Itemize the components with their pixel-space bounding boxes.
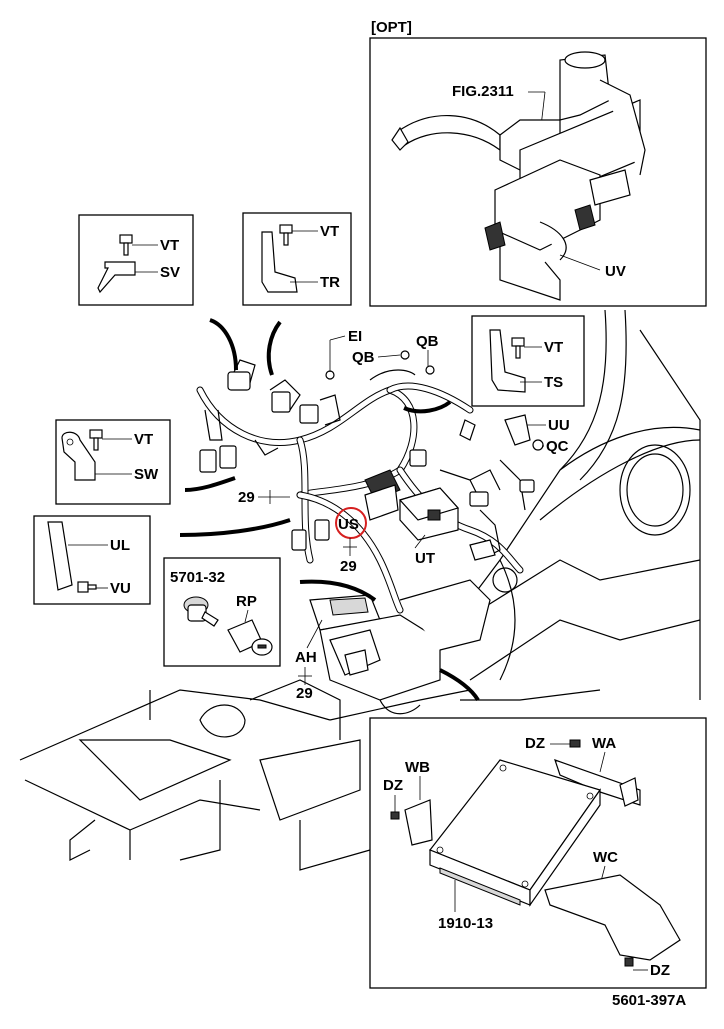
box-vt-sv-vt: VT: [160, 237, 179, 254]
ecu-dz-left: DZ: [383, 777, 403, 794]
bolt-icon: [279, 224, 293, 246]
label-29-us: 29: [340, 558, 357, 575]
ecu-dz-top: DZ: [525, 735, 545, 752]
label-qb-left: QB: [352, 349, 375, 366]
box-vt-tr-tr: TR: [320, 274, 340, 291]
box-vt-sv: [78, 214, 194, 306]
option-valve-assembly: [391, 51, 646, 301]
fig-2311-ref: FIG.2311: [452, 83, 514, 100]
harness-components: [199, 350, 544, 561]
bracket-wb: [404, 799, 433, 846]
label-29-ah: 29: [296, 685, 313, 702]
bracket-sv: [97, 261, 136, 294]
label-29-left: 29: [238, 489, 255, 506]
label-qc: QC: [546, 438, 569, 455]
bolt-icon: [77, 581, 97, 593]
box-vt-ts-ts: TS: [544, 374, 563, 391]
box-rp-ref: 5701-32: [170, 569, 225, 586]
box-vt-ts-vt: VT: [544, 339, 563, 356]
diagram-id: 5601-397A: [612, 992, 686, 1009]
pointer-arrows: [179, 318, 480, 702]
bolt-icon: [119, 234, 133, 256]
ecu-module: [429, 759, 601, 907]
bracket-sw: [61, 431, 96, 481]
screw-icon: [624, 957, 634, 967]
chassis-frame: [19, 309, 701, 871]
bracket-wc: [544, 874, 681, 961]
key-cylinder-icon: [227, 619, 273, 656]
ecu-wa: WA: [592, 735, 616, 752]
label-qb-top: QB: [416, 333, 439, 350]
box-vt-ts: [471, 315, 585, 407]
label-us: US: [338, 516, 359, 533]
box-ul-vu-ul: UL: [110, 537, 130, 554]
ecu-ref: 1910-13: [438, 915, 493, 932]
screw-icon: [390, 811, 400, 820]
box-ul-vu-vu: VU: [110, 580, 131, 597]
screw-icon: [569, 739, 581, 748]
uv-label: UV: [605, 263, 626, 280]
ecu-wc: WC: [593, 849, 618, 866]
label-ah: AH: [295, 649, 317, 666]
box-vt-sv-sv: SV: [160, 264, 180, 281]
label-ei: EI: [348, 328, 362, 345]
label-ut: UT: [415, 550, 435, 567]
bolt-icon: [89, 429, 103, 451]
option-tag: [OPT]: [371, 19, 412, 36]
box-rp-rp: RP: [236, 593, 257, 610]
box-vt-tr-vt: VT: [320, 223, 339, 240]
box-vt-sw-vt: VT: [134, 431, 153, 448]
ecu-wb: WB: [405, 759, 430, 776]
ecu-dz-bottom: DZ: [650, 962, 670, 979]
highlight-circle-us: [335, 507, 367, 539]
bracket-tr: [261, 231, 298, 293]
bracket-ul: [47, 521, 73, 591]
bracket-ts: [489, 329, 526, 393]
label-uu: UU: [548, 417, 570, 434]
switch-icon: [183, 596, 219, 627]
relay-assembly: [309, 579, 491, 715]
bolt-icon: [511, 337, 525, 359]
box-vt-sw-sw: SW: [134, 466, 159, 483]
